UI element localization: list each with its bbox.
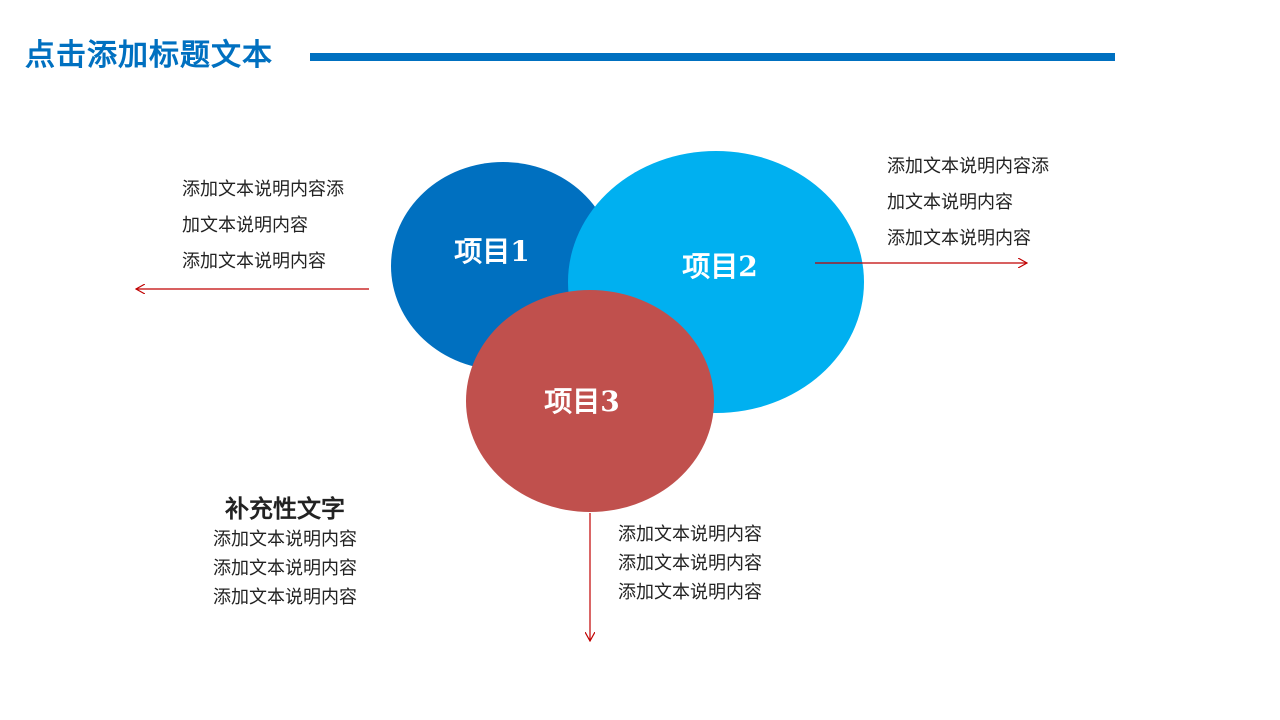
text-line: 添加文本说明内容 [213,558,357,579]
page-title: 点击添加标题文本 [25,38,273,73]
text-block-top-left: 添加文本说明内容添 加文本说明内容 添加文本说明内容 [182,172,344,280]
text-line: 添加文本说明内容 [182,251,326,272]
text-line: 添加文本说明内容添 [182,179,344,200]
text-block-top-right: 添加文本说明内容添 加文本说明内容 添加文本说明内容 [887,149,1049,257]
item2-label: 项目2 [682,250,757,283]
item3-circle [466,290,714,512]
text-block-bottom-left: 添加文本说明内容 添加文本说明内容 添加文本说明内容 [213,525,357,612]
text-line: 添加文本说明内容 [213,529,357,550]
text-line: 添加文本说明内容 [618,524,762,545]
text-line: 添加文本说明内容添 [887,156,1049,177]
text-line: 添加文本说明内容 [618,582,762,603]
text-block-bottom-right: 添加文本说明内容 添加文本说明内容 添加文本说明内容 [618,520,762,607]
text-line: 加文本说明内容 [182,215,308,236]
text-line: 加文本说明内容 [887,192,1013,213]
text-line: 添加文本说明内容 [213,587,357,608]
text-line: 添加文本说明内容 [887,228,1031,249]
item3-label: 项目3 [544,385,619,418]
text-line: 添加文本说明内容 [618,553,762,574]
item1-label: 项目1 [454,235,529,268]
supplement-title: 补充性文字 [225,494,345,523]
title-underline-bar [310,53,1115,61]
